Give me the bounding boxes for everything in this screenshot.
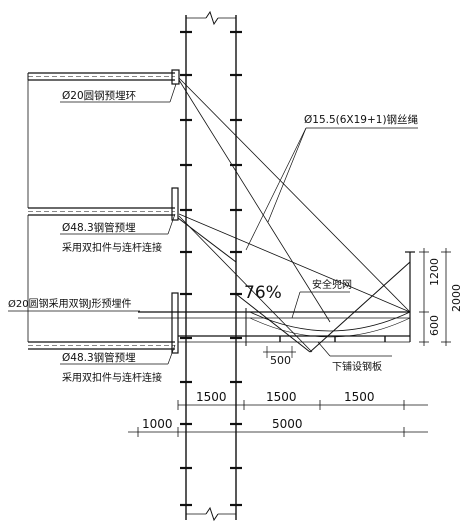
dimension-lines <box>128 248 451 437</box>
ledger-stubs <box>180 30 242 507</box>
label-leaders <box>8 83 392 365</box>
j-anchor-label: Ø20圆钢采用双钢J形预埋件 <box>8 297 132 310</box>
wire-rope-label: Ø15.5(6X19+1)钢丝绳 <box>304 113 419 126</box>
dim-1000: 1000 <box>142 417 173 431</box>
dim-1500-a: 1500 <box>196 390 227 404</box>
steel-plate-label: 下铺设钢板 <box>332 360 382 373</box>
dim-500: 500 <box>270 354 291 367</box>
wire-ropes <box>178 77 418 353</box>
tube-upper-label-1: Ø48.3钢管预埋 <box>62 221 136 234</box>
tube-anchor-lower <box>171 292 179 354</box>
ring-anchor-label: Ø20圆钢预埋环 <box>62 89 136 102</box>
floor-slab-bottom <box>28 341 175 350</box>
tube-lower-label-2: 采用双扣件与连杆连接 <box>62 371 162 384</box>
ring-anchor-top <box>171 69 180 85</box>
outrigger-platform <box>138 217 415 353</box>
floor-slab-top <box>27 72 175 81</box>
dim-600: 600 <box>428 315 441 336</box>
dim-2000: 2000 <box>450 284 463 312</box>
floor-slab-middle <box>28 207 175 216</box>
dim-1200: 1200 <box>428 258 441 286</box>
tube-lower-label-1: Ø48.3钢管预埋 <box>62 351 136 364</box>
tube-upper-label-2: 采用双扣件与连杆连接 <box>62 241 162 254</box>
dim-5000: 5000 <box>272 417 303 431</box>
safety-net-label: 安全兜网 <box>312 278 352 291</box>
tube-anchor-middle <box>171 187 179 221</box>
dim-1500-c: 1500 <box>344 390 375 404</box>
angle-label: 76% <box>244 283 282 303</box>
scaffold-column <box>185 10 237 522</box>
dim-1500-b: 1500 <box>266 390 297 404</box>
